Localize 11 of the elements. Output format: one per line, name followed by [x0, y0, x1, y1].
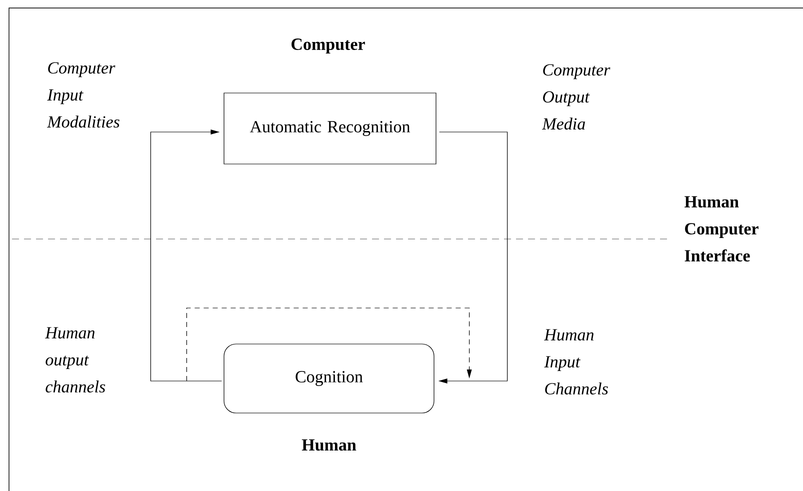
- annotation: Human Input Channels: [544, 329, 608, 394]
- annotation: Human output channels: [45, 327, 106, 392]
- heading: Human: [302, 439, 356, 451]
- arrow: [186, 308, 472, 382]
- arrow: [150, 130, 222, 382]
- annotation: Computer Input Modalities: [47, 62, 120, 128]
- heading: Computer: [292, 38, 365, 54]
- annotation: Computer Output Media: [542, 64, 610, 130]
- heading: Human Computer Interface: [684, 196, 758, 262]
- rounded-box: Cognition: [224, 344, 434, 414]
- process-box: Automatic Recognition: [224, 92, 436, 164]
